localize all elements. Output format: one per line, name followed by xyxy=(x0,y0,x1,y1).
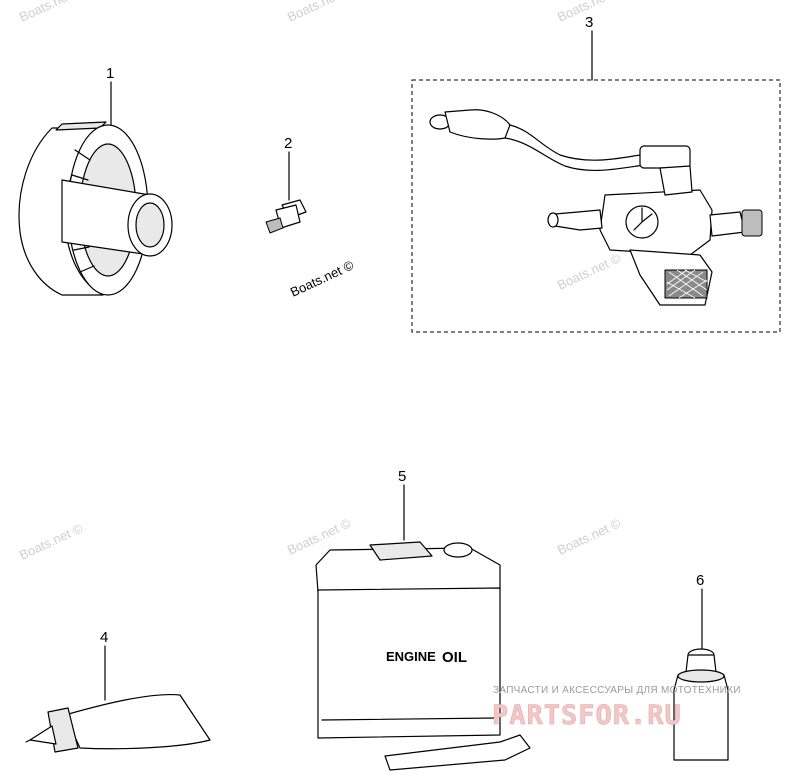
nozzle-tip xyxy=(25,739,31,743)
hose-grip xyxy=(444,109,511,140)
right-valve xyxy=(709,211,746,237)
gauge-needle xyxy=(633,207,653,231)
grip-hatching xyxy=(666,269,708,299)
right-valve-knob xyxy=(741,209,763,237)
bottle-shoulder xyxy=(677,669,725,683)
brand-logo: PARTSFOR.RU xyxy=(492,700,682,731)
callout-1: 1 xyxy=(106,65,114,82)
callout-4: 4 xyxy=(100,629,108,646)
container-body xyxy=(317,587,501,739)
label-oil: OIL xyxy=(442,649,467,666)
promo-overlay: ЗАПЧАСТИ И АКСЕССУАРЫ ДЛЯ МОТОТЕХНИКИ PA… xyxy=(492,685,741,731)
container-base-line xyxy=(321,717,497,721)
part-5-oil-container[interactable]: 5 ENGINE OIL xyxy=(315,468,531,771)
tube-body xyxy=(64,693,211,750)
part-4-grease-tube[interactable]: 4 xyxy=(25,629,211,753)
part-3-tester-assembly[interactable]: 3 xyxy=(411,14,781,333)
watermark-mr: Boats.net © xyxy=(555,250,623,293)
watermark-center: Boats.net © xyxy=(288,257,356,300)
watermark-tl: Boats.net © xyxy=(17,0,85,25)
callout-3: 3 xyxy=(585,14,593,31)
watermark-bl: Boats.net © xyxy=(17,520,85,563)
ring-tab xyxy=(55,121,107,131)
container-cap xyxy=(443,542,473,558)
hose-line-2 xyxy=(504,137,646,171)
hose-line xyxy=(509,124,641,161)
hose-fitting xyxy=(639,145,691,169)
part-2-stud-adapter[interactable]: 2 Boats.net © xyxy=(265,135,356,300)
container-handle xyxy=(369,541,433,561)
label-engine: ENGINE xyxy=(386,649,436,664)
part-1-flywheel-holder[interactable]: 1 xyxy=(18,65,173,296)
left-nozzle-tip xyxy=(547,212,559,228)
promo-line: ЗАПЧАСТИ И АКСЕССУАРЫ ДЛЯ МОТОТЕХНИКИ xyxy=(493,685,741,696)
callout-2: 2 xyxy=(284,135,292,152)
callout-6: 6 xyxy=(696,572,704,589)
left-nozzle xyxy=(554,209,603,231)
callout-5: 5 xyxy=(398,468,406,485)
watermark-tc: Boats.net © xyxy=(285,0,353,25)
tube-nozzle xyxy=(29,725,57,745)
tester-neck xyxy=(659,165,693,196)
watermark-br: Boats.net © xyxy=(555,515,623,558)
part-6-bottle[interactable]: 6 xyxy=(673,572,729,761)
kit-dashed-box xyxy=(411,79,781,333)
hub-bore xyxy=(135,202,165,248)
stud-thread xyxy=(265,217,284,234)
container-spout xyxy=(384,734,531,771)
